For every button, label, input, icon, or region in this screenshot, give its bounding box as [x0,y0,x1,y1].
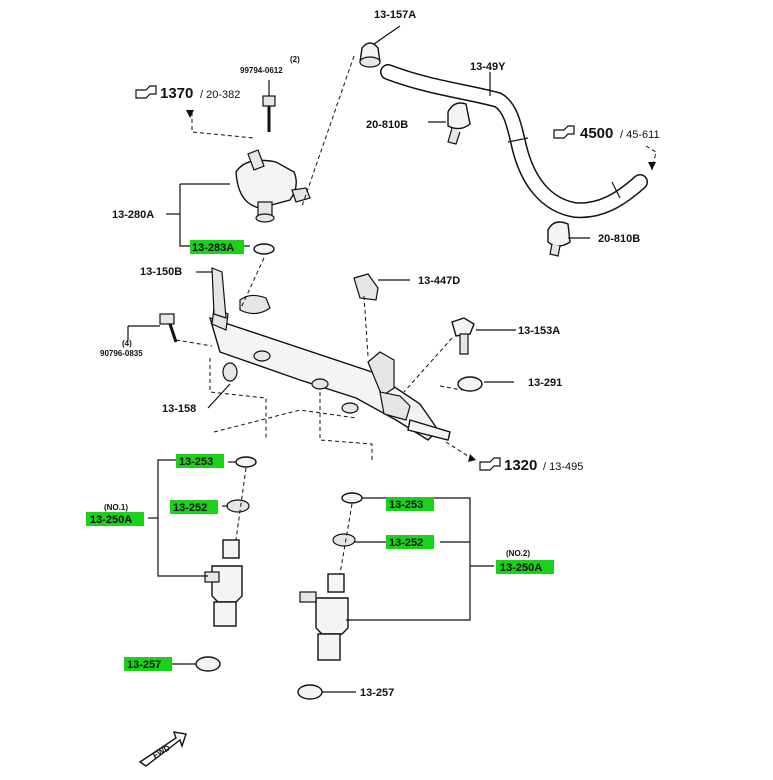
label-13-283A: 13-283A [192,242,234,254]
fuel-rail [208,267,451,441]
hand-pointer-icon [553,125,575,139]
label-13-495-ref: / 13-495 [543,461,583,473]
injector-no2 [299,573,349,661]
label-20-810B-bottom: 20-810B [598,233,640,245]
label-no2: (NO.2) [506,549,530,558]
injector-no1 [204,539,243,627]
hose-clip-lower [547,221,571,257]
label-13-257-left: 13-257 [127,659,161,671]
label-20-810B-top: 20-810B [366,119,408,131]
o-ring-left-upper [235,456,257,468]
rail-stud-bolt [159,313,178,343]
rail-bracket-clip [353,273,379,301]
label-4500: 4500 [580,125,613,142]
injector-seal-left [195,656,221,672]
label-13-150B: 13-150B [140,266,182,278]
washer [457,376,483,392]
highlight-13-257-left [124,657,172,671]
label-1320: 1320 [504,457,537,474]
ref-4500: 4500 / 45-611 [553,125,660,142]
label-90796-0835: 90796-0835 [100,349,143,358]
label-13-291: 13-291 [528,377,562,389]
label-13-252-right: 13-252 [389,537,423,549]
ref-1320: 1320 / 13-495 [479,457,583,474]
label-13-153A: 13-153A [518,325,560,337]
label-13-280A: 13-280A [112,209,154,221]
highlight-13-252-right [386,535,434,549]
label-13-157A: 13-157A [374,9,416,21]
insulator-left [226,499,250,513]
label-13-252-left: 13-252 [173,502,207,514]
label-1370: 1370 [160,85,193,102]
label-13-447D: 13-447D [418,275,460,287]
o-ring-regulator [253,243,275,255]
highlight-13-253-right [386,497,434,511]
label-13-250A-right: 13-250A [500,562,542,574]
ref-1370: 1370 / 20-382 [135,85,240,102]
ref-arrows [186,110,656,462]
hose-clip-middle [447,102,471,145]
label-13-158: 13-158 [162,403,196,415]
label-13-257-bottom: 13-257 [360,687,394,699]
rail-mount-bolt [451,317,475,355]
highlight-13-252-left [170,500,218,514]
label-no1: (NO.1) [104,503,128,512]
hand-pointer-icon [479,457,501,471]
highlight-13-250A-right [496,560,554,574]
label-13-49Y: 13-49Y [470,61,506,73]
label-13-250A-left: 13-250A [90,514,132,526]
highlight-13-283A [190,240,244,254]
fwd-arrow-icon: FWD [138,731,187,767]
insulator-right [332,533,356,547]
label-45-611-ref: / 45-611 [620,129,660,141]
label-90796-qty: (4) [122,339,132,348]
label-99794-qty: (2) [290,55,300,64]
highlight-13-250A-left [86,512,144,526]
injector-seal-bottom [297,684,323,700]
o-ring-right-upper [341,492,363,504]
regulator-bolt [262,95,276,132]
label-13-253-right: 13-253 [389,499,423,511]
label-99794-0612: 99794-0612 [240,66,283,75]
fuel-hose [380,64,648,219]
label-13-253-left: 13-253 [179,456,213,468]
hand-pointer-icon [135,85,157,99]
highlight-13-253-left [176,454,224,468]
assembly-dash-lines [175,55,657,575]
hose-clip-top [359,42,381,68]
pressure-regulator [235,149,311,223]
label-20-382-ref: / 20-382 [200,89,240,101]
